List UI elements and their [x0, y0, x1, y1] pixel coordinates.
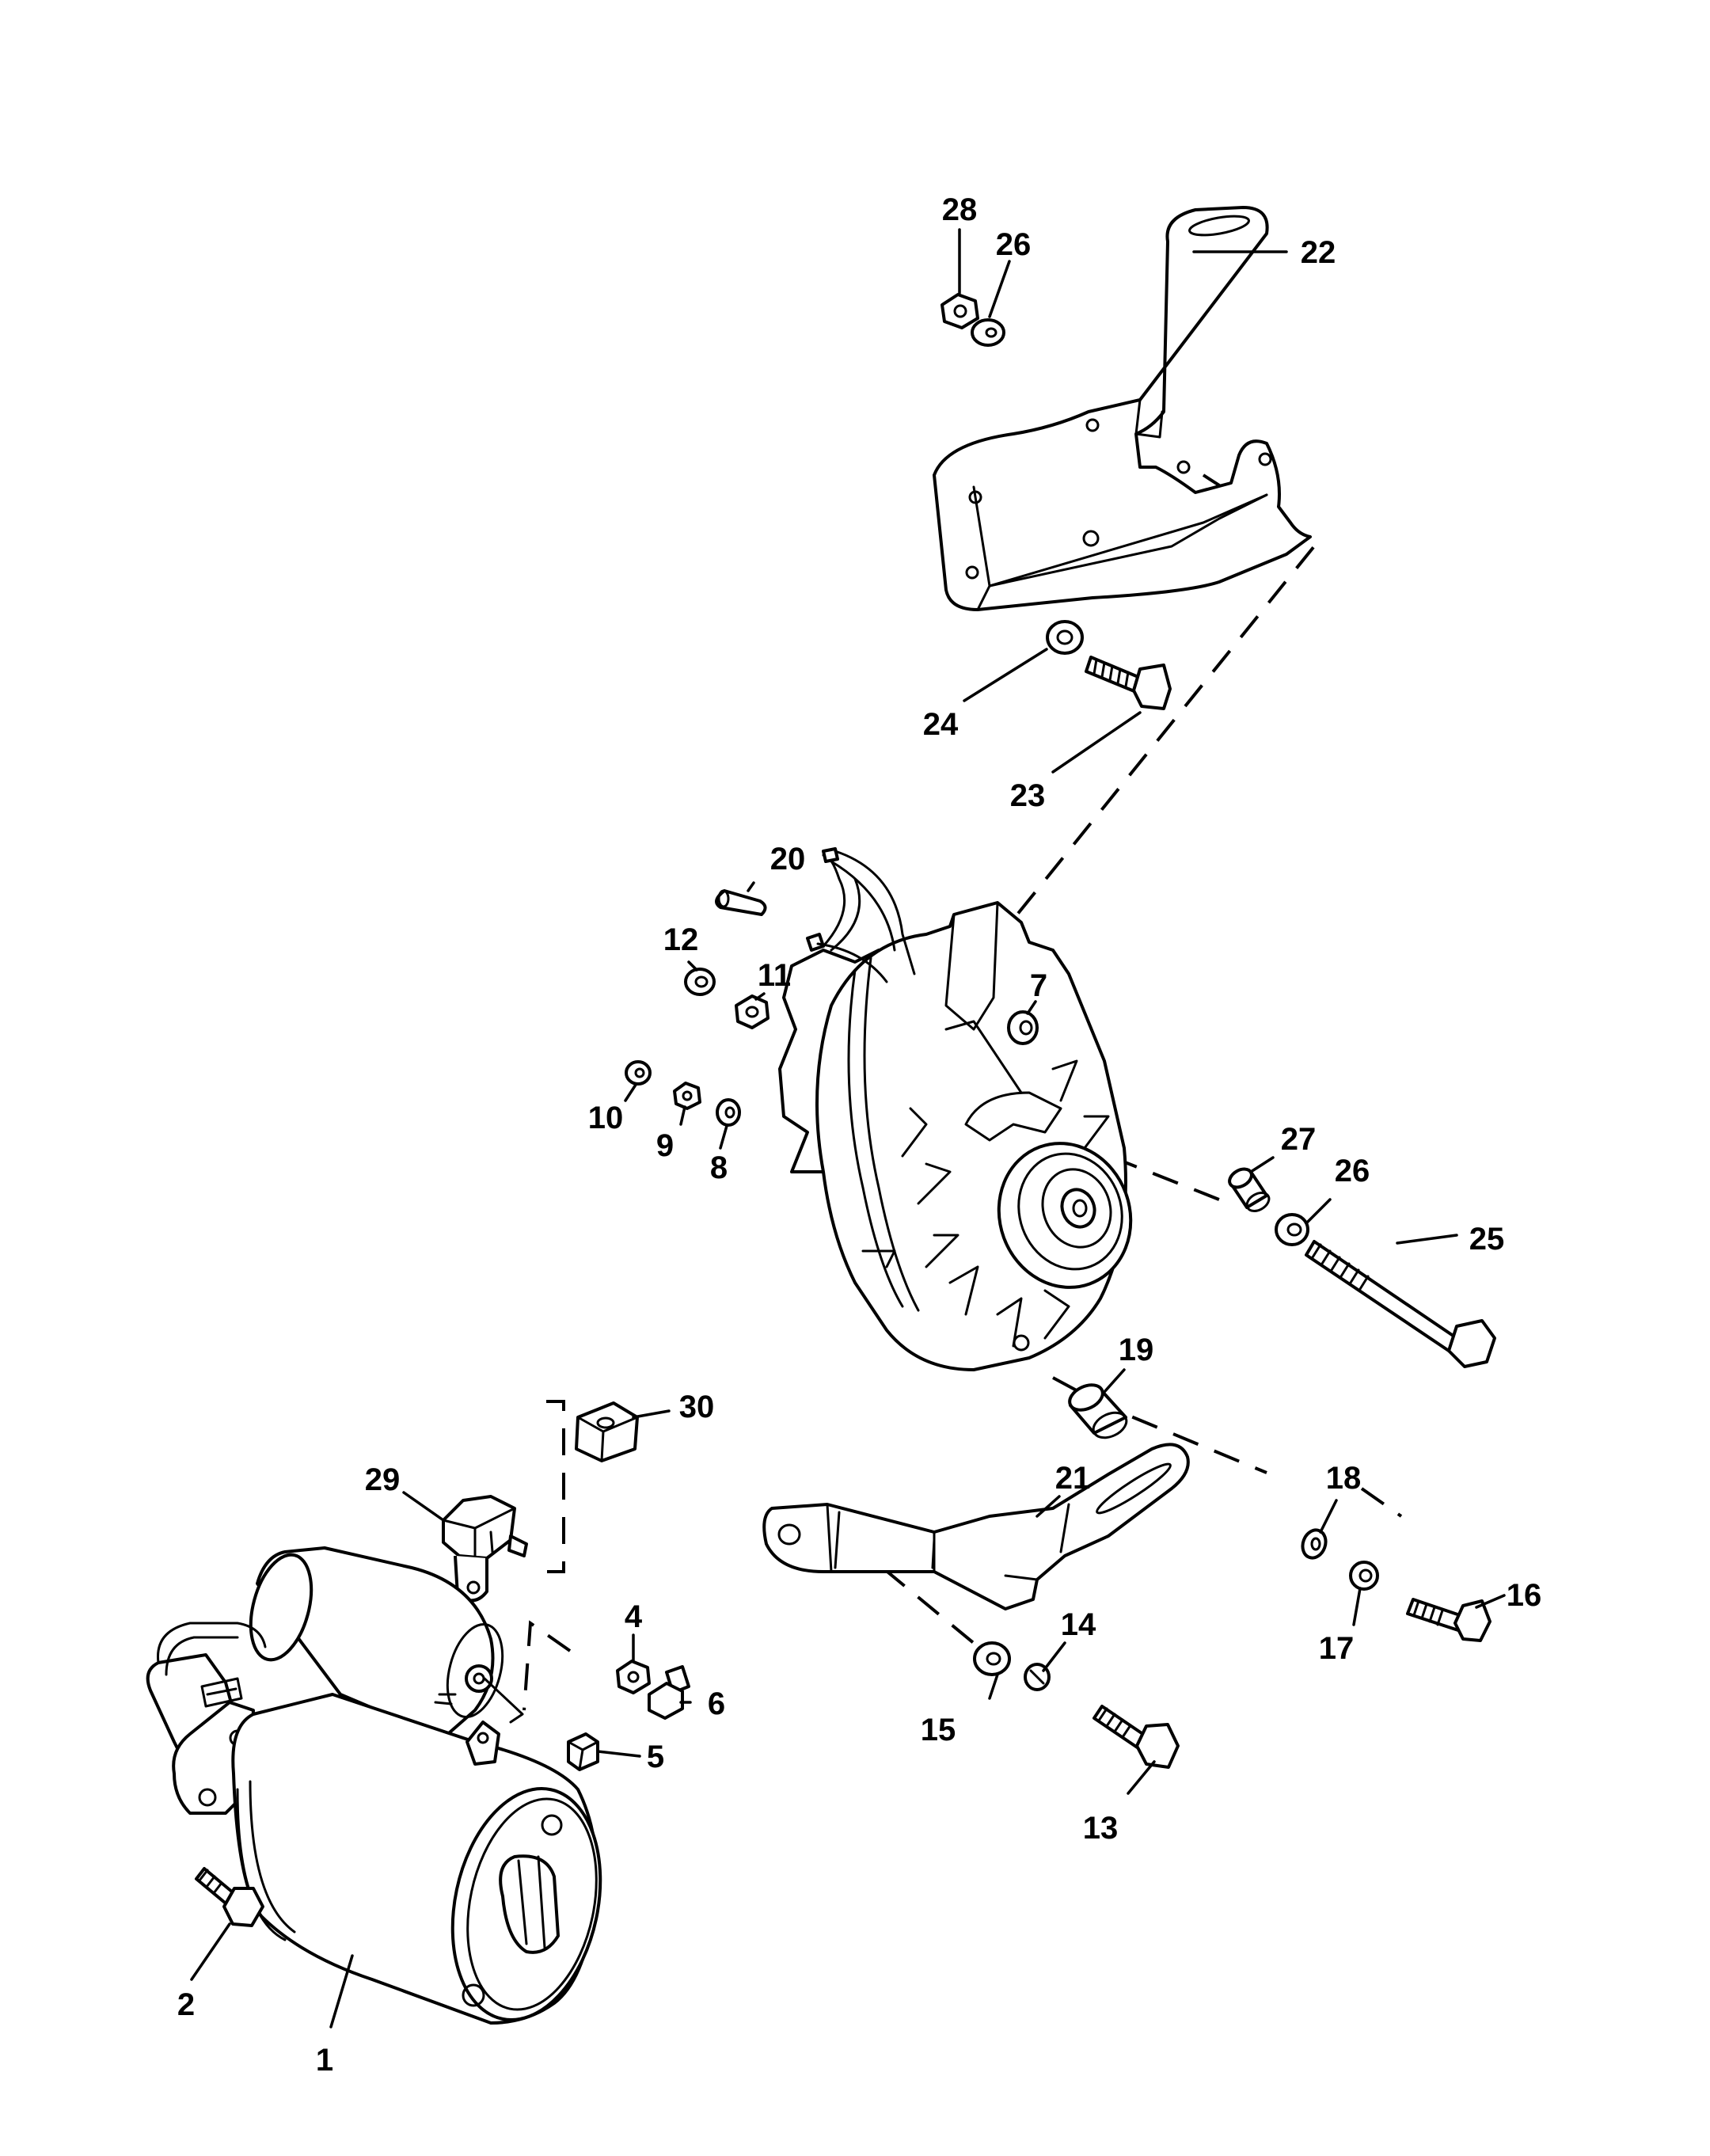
washer-8 — [716, 1098, 741, 1127]
spacer-19 — [1068, 1383, 1128, 1439]
callout-27: 27 — [1281, 1122, 1317, 1157]
callout-1: 1 — [316, 2043, 333, 2078]
callout-21: 21 — [1055, 1461, 1091, 1496]
bolt-23 — [1085, 656, 1172, 710]
nut-10 — [625, 1060, 652, 1086]
callout-6: 6 — [708, 1686, 725, 1721]
callout-22: 22 — [1301, 235, 1336, 270]
callout-numbers: 28 26 22 24 23 20 12 11 7 10 9 8 27 26 2… — [177, 192, 1541, 2078]
callout-29: 29 — [365, 1462, 401, 1497]
bolt-6 — [648, 1665, 690, 1720]
alternator — [778, 847, 1133, 1371]
washer-26-top — [971, 318, 1005, 347]
washer-17 — [1349, 1561, 1379, 1591]
washer-18 — [1301, 1528, 1328, 1560]
callout-7: 7 — [1030, 968, 1047, 1003]
square-nut-30 — [575, 1401, 639, 1462]
callout-19: 19 — [1119, 1333, 1154, 1367]
callout-25: 25 — [1469, 1222, 1505, 1257]
washer-24 — [1046, 620, 1084, 655]
mounting-bracket — [933, 206, 1312, 611]
callout-13: 13 — [1083, 1811, 1119, 1846]
alternator-wires — [806, 850, 916, 983]
callout-9: 9 — [656, 1128, 674, 1163]
nut-28 — [940, 293, 979, 329]
adjusting-bracket — [762, 1443, 1190, 1610]
callout-5: 5 — [647, 1740, 664, 1774]
washer-15 — [973, 1641, 1011, 1676]
washer-26-right — [1275, 1213, 1309, 1246]
solenoid-29 — [442, 1495, 528, 1603]
callout-14: 14 — [1061, 1607, 1096, 1642]
callout-18: 18 — [1326, 1461, 1362, 1496]
callout-8: 8 — [710, 1150, 728, 1185]
callout-11: 11 — [758, 958, 791, 993]
callout-16: 16 — [1507, 1578, 1542, 1613]
bolt-25 — [1305, 1240, 1496, 1368]
callout-17: 17 — [1319, 1631, 1355, 1666]
nut-11 — [735, 994, 770, 1029]
callout-10: 10 — [588, 1101, 624, 1135]
callout-12: 12 — [663, 922, 699, 957]
bolt-16 — [1406, 1598, 1492, 1642]
callout-20: 20 — [770, 842, 806, 876]
bolt-13 — [1092, 1705, 1180, 1769]
leader-lines — [190, 228, 1506, 2029]
callout-23: 23 — [1010, 778, 1046, 813]
callout-2: 2 — [177, 1987, 195, 2022]
nut-4 — [616, 1660, 651, 1694]
callout-24: 24 — [923, 707, 959, 742]
starter-motor — [146, 1546, 602, 2025]
callout-28: 28 — [942, 192, 978, 227]
callout-30: 30 — [679, 1390, 715, 1424]
nut-9 — [673, 1082, 701, 1110]
pin-20 — [715, 889, 767, 916]
callout-15: 15 — [921, 1713, 956, 1747]
nut-12 — [684, 968, 716, 996]
spacer-27 — [1228, 1167, 1271, 1212]
callout-4: 4 — [625, 1599, 643, 1634]
square-nut-5 — [567, 1732, 599, 1771]
bolt-2 — [195, 1867, 264, 1927]
callout-26-top: 26 — [996, 227, 1032, 262]
callout-26-right: 26 — [1335, 1154, 1370, 1188]
